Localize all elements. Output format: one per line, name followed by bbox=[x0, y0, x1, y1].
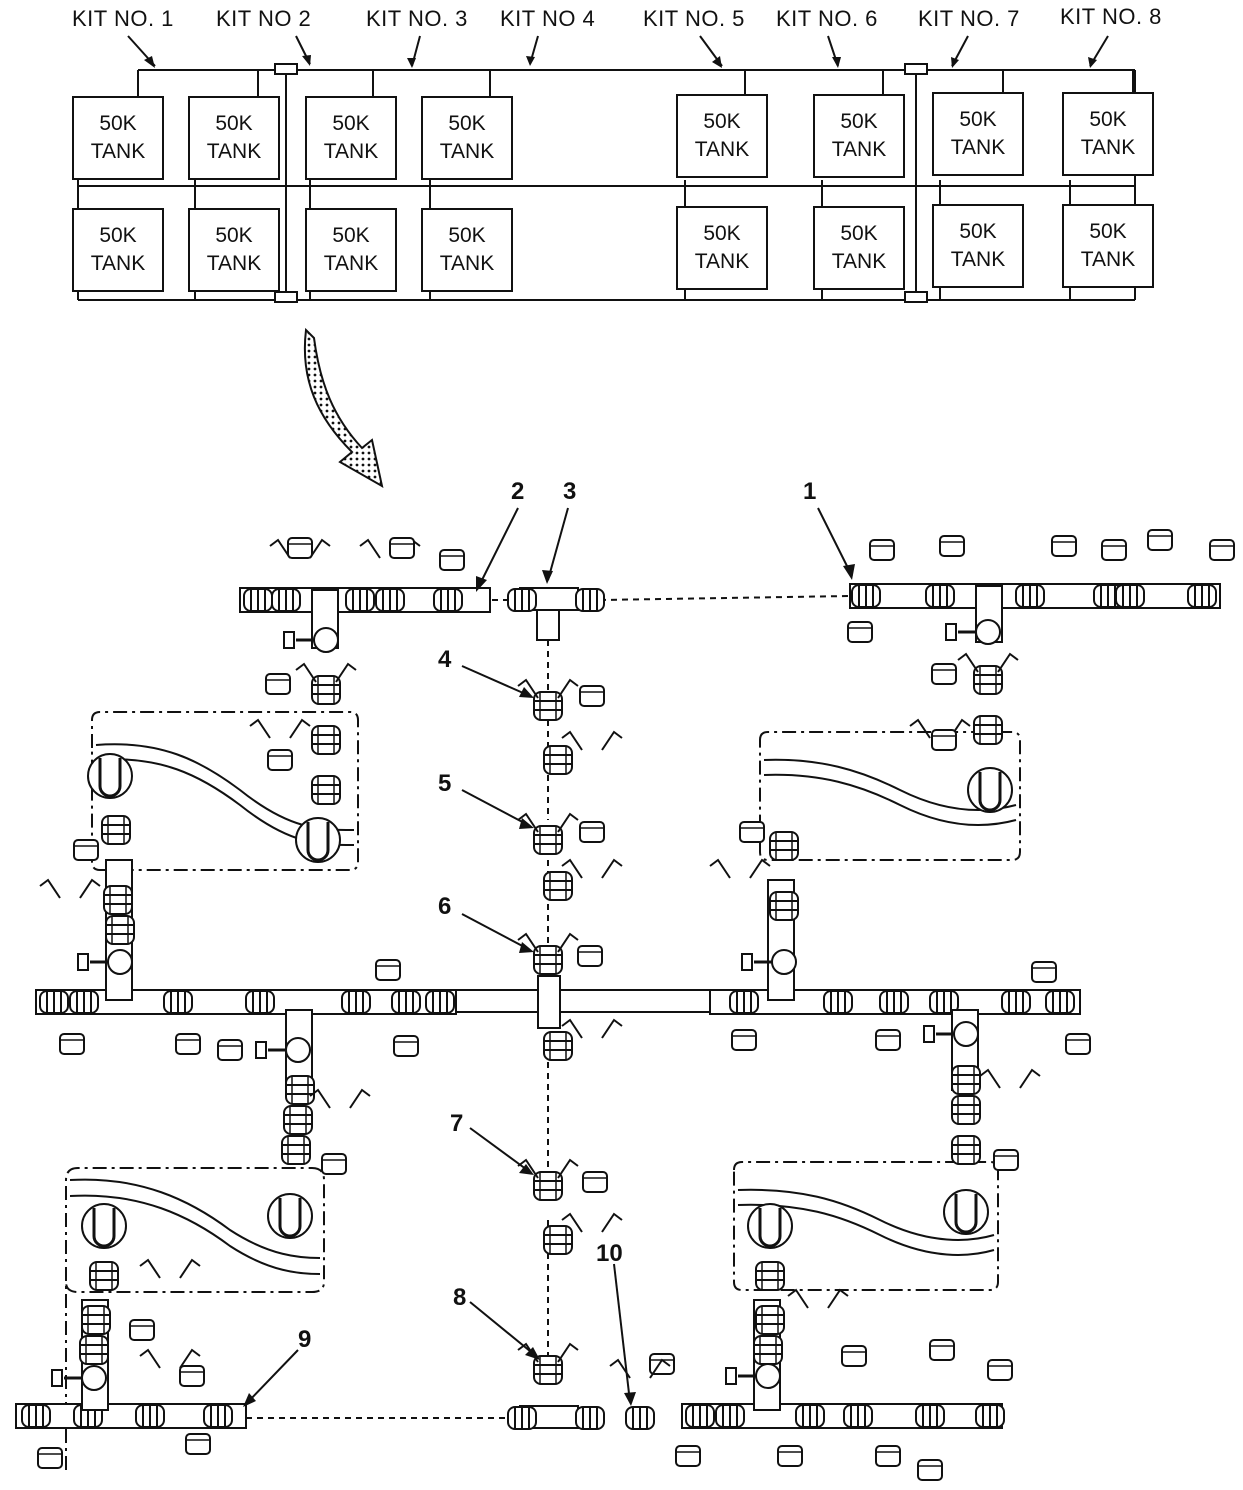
callout-4: 4 bbox=[438, 646, 452, 673]
kit-label-7: KIT NO. 7 bbox=[918, 6, 1020, 31]
callout-2: 2 bbox=[511, 478, 525, 505]
curved-arrow-icon bbox=[303, 327, 384, 488]
callout-1: 1 bbox=[803, 478, 817, 505]
tank-layout-schematic bbox=[77, 35, 1136, 303]
kit-label-8: KIT NO. 8 bbox=[1060, 4, 1162, 29]
callout-10: 10 bbox=[596, 1240, 623, 1267]
callout-7: 7 bbox=[450, 1110, 464, 1137]
kit-label-6: KIT NO. 6 bbox=[776, 6, 878, 31]
callout-8: 8 bbox=[453, 1284, 467, 1311]
callout-3: 3 bbox=[563, 478, 577, 505]
kit-label-5: KIT NO. 5 bbox=[643, 6, 745, 31]
callout-9: 9 bbox=[298, 1326, 312, 1353]
kit-label-3: KIT NO. 3 bbox=[366, 6, 468, 31]
callout-6: 6 bbox=[438, 893, 452, 920]
kit-label-1: KIT NO. 1 bbox=[72, 6, 174, 31]
kit-label-4: KIT NO 4 bbox=[500, 6, 596, 31]
callout-5: 5 bbox=[438, 770, 452, 797]
kit-label-2: KIT NO 2 bbox=[216, 6, 312, 31]
